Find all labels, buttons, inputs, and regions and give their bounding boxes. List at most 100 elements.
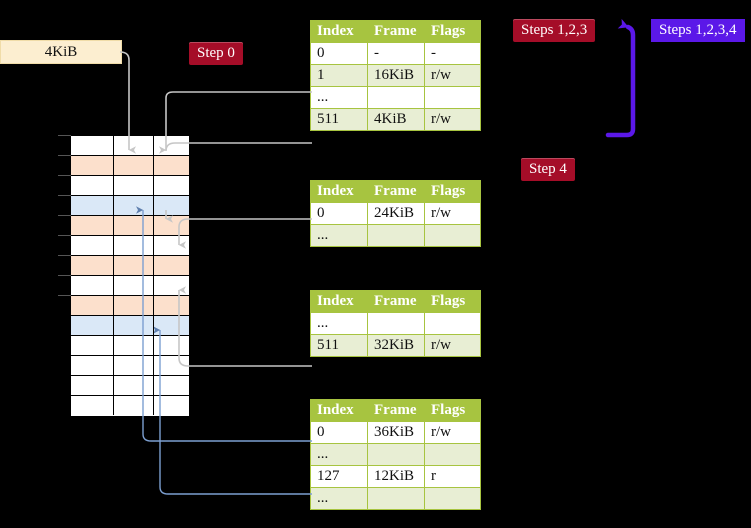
memory-grid-tick [58, 255, 71, 256]
cell-frame: 4KiB [367, 108, 425, 131]
memory-box-4kib: 4KiB [0, 40, 122, 64]
cell-index: 511 [310, 334, 368, 357]
memory-frame-row [71, 256, 189, 276]
cell-frame: - [367, 42, 425, 65]
memory-frame-row [71, 276, 189, 296]
cell-index: 127 [310, 465, 368, 488]
badge-step-0: Step 0 [189, 42, 243, 65]
memory-frame-row [71, 376, 189, 396]
cell-flags: r/w [424, 202, 481, 225]
memory-frame-row [71, 136, 189, 156]
memory-frame-row [71, 336, 189, 356]
memory-grid-tick [58, 275, 71, 276]
cell-frame [367, 86, 425, 109]
cell-index: ... [310, 312, 368, 335]
cell-index: ... [310, 487, 368, 510]
col-frame: Frame [367, 180, 425, 203]
memory-grid-tick [58, 295, 71, 296]
cell-index: ... [310, 86, 368, 109]
memory-frame-row [71, 236, 189, 256]
table-row: ... [310, 487, 481, 510]
col-flags: Flags [424, 399, 481, 422]
cell-frame [367, 312, 425, 335]
cell-frame: 32KiB [367, 334, 425, 357]
col-frame: Frame [367, 290, 425, 313]
cell-index: ... [310, 443, 368, 466]
cell-flags: r/w [424, 334, 481, 357]
badge-steps-123: Steps 1,2,3 [513, 19, 596, 42]
memory-grid-tick [58, 155, 71, 156]
table-header-row: Index Frame Flags [310, 20, 481, 43]
memory-grid-tick [58, 195, 71, 196]
memory-grid-divider [153, 135, 154, 415]
memory-frame-row [71, 216, 189, 236]
cell-flags [424, 443, 481, 466]
cell-flags: - [424, 42, 481, 65]
memory-frame-row [71, 396, 189, 416]
col-index: Index [310, 290, 368, 313]
cell-flags: r/w [424, 108, 481, 131]
memory-grid-divider [113, 135, 114, 415]
col-flags: Flags [424, 290, 481, 313]
memory-grid-tick [58, 135, 71, 136]
cell-frame [367, 443, 425, 466]
cell-index: 0 [310, 202, 368, 225]
cell-index: 511 [310, 108, 368, 131]
table-row: ... [310, 86, 481, 109]
table-header-row: Index Frame Flags [310, 399, 481, 422]
table-row: ... [310, 443, 481, 466]
cell-index: ... [310, 224, 368, 247]
cell-flags: r/w [424, 64, 481, 87]
memory-frame-row [71, 356, 189, 376]
col-index: Index [310, 180, 368, 203]
col-index: Index [310, 399, 368, 422]
cell-index: 0 [310, 42, 368, 65]
table-row: ... [310, 224, 481, 247]
table-row: ... [310, 312, 481, 335]
violet-bracket-arrow [605, 18, 636, 138]
badge-step-4: Step 4 [521, 158, 575, 181]
table-row: 0-- [310, 42, 481, 65]
memory-frame-row [71, 176, 189, 196]
table-header-row: Index Frame Flags [310, 180, 481, 203]
cell-index: 0 [310, 421, 368, 444]
cell-flags [424, 312, 481, 335]
col-frame: Frame [367, 20, 425, 43]
cell-frame [367, 487, 425, 510]
memory-box-label: 4KiB [44, 43, 78, 60]
memory-frame-row [71, 196, 189, 216]
memory-grid-tick [58, 215, 71, 216]
cell-index: 1 [310, 64, 368, 87]
col-index: Index [310, 20, 368, 43]
badge-steps-1234: Steps 1,2,3,4 [651, 19, 745, 42]
memory-grid-tick [58, 235, 71, 236]
cell-frame: 36KiB [367, 421, 425, 444]
table-header-row: Index Frame Flags [310, 290, 481, 313]
cell-flags: r [424, 465, 481, 488]
cell-flags [424, 86, 481, 109]
cell-flags [424, 487, 481, 510]
cell-frame [367, 224, 425, 247]
cell-frame: 24KiB [367, 202, 425, 225]
memory-grid-tick [58, 175, 71, 176]
cell-flags: r/w [424, 421, 481, 444]
col-frame: Frame [367, 399, 425, 422]
memory-frame-row [71, 296, 189, 316]
memory-frame-row [71, 316, 189, 336]
physical-memory-grid [70, 135, 190, 416]
wire-pdpt-to-grid [178, 218, 312, 249]
